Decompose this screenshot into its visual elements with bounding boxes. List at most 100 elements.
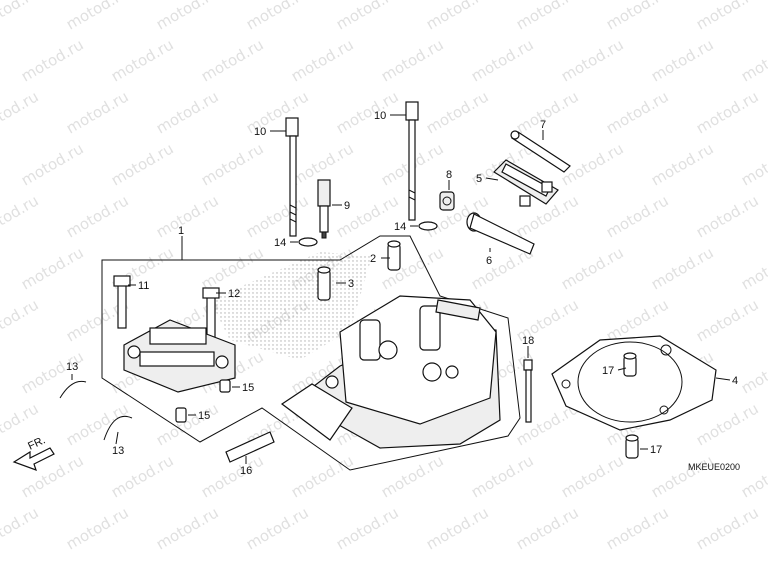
dowel-pin <box>387 240 401 271</box>
washer-right <box>418 221 438 231</box>
watermark-text: motod.ru <box>63 399 132 449</box>
clip-lower <box>103 415 133 441</box>
leader-lines <box>71 114 731 464</box>
callout-15-lower: 15 <box>198 410 210 422</box>
watermark-text: motod.ru <box>0 503 42 553</box>
watermark-text: motod.ru <box>153 0 222 33</box>
callout-8: 8 <box>446 169 452 181</box>
watermark-text: motod.ru <box>333 191 402 241</box>
washer-left <box>298 237 318 247</box>
callout-13-lower: 13 <box>112 445 124 457</box>
watermark-text: motod.ru <box>738 451 768 501</box>
watermark-text: motod.ru <box>63 0 132 33</box>
front-direction-arrow <box>12 447 55 471</box>
callout-18: 18 <box>522 335 534 347</box>
dowel-in-gasket <box>623 352 637 377</box>
cylinder-head <box>280 295 501 449</box>
clip <box>439 191 455 211</box>
callout-5: 5 <box>476 173 482 185</box>
watermark-text: motod.ru <box>0 0 42 33</box>
bolt-18 <box>523 359 533 423</box>
watermark-text: motod.ru <box>468 35 537 85</box>
watermark-text: motod.ru <box>693 191 762 241</box>
watermark-text: motod.ru <box>558 451 627 501</box>
watermark-text: motod.ru <box>378 35 447 85</box>
bolt-right <box>405 101 419 221</box>
front-label: FR. <box>26 434 47 452</box>
watermark-text: motod.ru <box>693 0 762 33</box>
watermark-text: motod.ru <box>288 451 357 501</box>
clip-upper <box>59 380 87 399</box>
callout-17-lower: 17 <box>650 444 662 456</box>
watermark-text: motod.ru <box>108 139 177 189</box>
rocker-shaft-pin <box>510 130 571 173</box>
watermark-text: motod.ru <box>738 35 768 85</box>
callout-14-right: 14 <box>394 221 406 233</box>
callout-1: 1 <box>178 225 184 237</box>
watermark-text: motod.ru <box>603 87 672 137</box>
watermark-text: motod.ru <box>693 399 762 449</box>
callout-13-upper: 13 <box>66 361 78 373</box>
callout-3: 3 <box>348 278 354 290</box>
watermark-text: motod.ru <box>738 139 768 189</box>
watermark-text: motod.ru <box>648 35 717 85</box>
watermark-text: motod.ru <box>423 503 492 553</box>
watermark-text: motod.ru <box>198 139 267 189</box>
rocker-shaft <box>466 212 535 255</box>
watermark-text: motod.ru <box>648 451 717 501</box>
watermark-text: motod.ru <box>198 35 267 85</box>
watermark-text: motod.ru <box>288 35 357 85</box>
watermark-text: motod.ru <box>243 0 312 33</box>
watermark-text: motod.ru <box>513 0 582 33</box>
watermark-text: motod.ru <box>18 139 87 189</box>
watermark-text: motod.ru <box>333 503 402 553</box>
assembly-outline <box>101 235 521 471</box>
callout-15-upper: 15 <box>242 382 254 394</box>
callout-16: 16 <box>240 465 252 477</box>
watermark-text: motod.ru <box>738 347 768 397</box>
diagram-code: MKEUE0200 <box>688 462 740 472</box>
callout-4: 4 <box>732 375 738 387</box>
watermark-text: motod.ru <box>468 451 537 501</box>
callout-2: 2 <box>370 253 376 265</box>
callout-6: 6 <box>486 255 492 267</box>
watermark-text: motod.ru <box>0 87 42 137</box>
watermark-text: motod.ru <box>513 503 582 553</box>
callout-11: 11 <box>138 280 149 292</box>
callout-12: 12 <box>228 288 240 300</box>
camshaft-holder <box>113 275 236 423</box>
watermark-text: motod.ru <box>0 295 42 345</box>
spark-plug <box>317 179 331 239</box>
watermark-text: motod.ru <box>423 0 492 33</box>
watermark-text: motod.ru <box>153 503 222 553</box>
callout-9: 9 <box>344 200 350 212</box>
watermark-text: motod.ru <box>63 503 132 553</box>
watermark-text: motod.ru <box>513 87 582 137</box>
watermark-text: motod.ru <box>18 243 87 293</box>
watermark-text: motod.ru <box>243 191 312 241</box>
watermark-text: motod.ru <box>18 35 87 85</box>
watermark-text: motod.ru <box>108 35 177 85</box>
callout-7: 7 <box>540 119 546 131</box>
watermark-text: motod.ru <box>558 243 627 293</box>
watermark-text: motod.ru <box>423 191 492 241</box>
watermark-text: motod.ru <box>63 87 132 137</box>
callout-14-left: 14 <box>274 237 286 249</box>
dowel-loose <box>625 434 639 459</box>
watermark-text: motod.ru <box>423 87 492 137</box>
watermark-text: motod.ru <box>603 503 672 553</box>
watermark-text: motod.ru <box>693 87 762 137</box>
watermark-text: motod.ru <box>333 0 402 33</box>
watermark-text: motod.ru <box>648 139 717 189</box>
head-gasket <box>551 335 717 431</box>
watermark-text: motod.ru <box>378 451 447 501</box>
stud-pin <box>317 266 331 301</box>
watermark-text: motod.ru <box>603 191 672 241</box>
plate <box>493 159 559 207</box>
hatched-area <box>210 252 372 360</box>
watermark-text: motod.ru <box>153 191 222 241</box>
bolt-left <box>285 117 299 237</box>
callout-17-upper: 17 <box>602 365 614 377</box>
